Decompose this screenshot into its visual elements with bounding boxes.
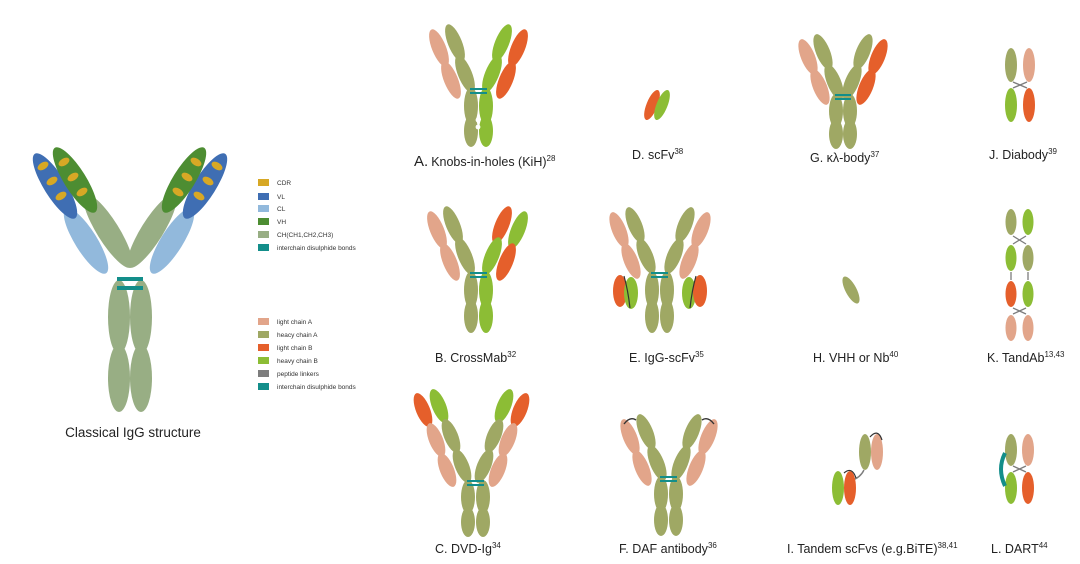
svg-text:peptide linkers: peptide linkers: [277, 371, 320, 378]
igg-disulfide-bond-2: [117, 286, 143, 290]
legend-item: light chain A: [258, 318, 313, 326]
format-a-knobs-in-holes: A.Knobs-in-holes (KiH)28: [414, 24, 556, 170]
format-i-tandem-scfvs: I. Tandem scFvs (e.g.BiTE)38,41: [787, 432, 958, 556]
format-f-daf-antibody: F. DAF antibody36: [619, 414, 718, 556]
svg-text:CH(CH1,CH2,CH3): CH(CH1,CH2,CH3): [277, 232, 333, 239]
igg-ch2-right: [130, 280, 152, 354]
format-c-dvd-ig: C. DVD-Ig34: [413, 389, 530, 556]
svg-text:light chain A: light chain A: [277, 319, 313, 326]
legend-domains: CDR VL CL VH CH(CH1,CH2,CH3) interchain …: [258, 179, 357, 252]
caption-h: H. VHH or Nb40: [813, 350, 899, 365]
legend-item: VH: [258, 218, 286, 226]
legend-item: interchain disulphide bonds: [258, 244, 357, 252]
igg-vl-left: [32, 153, 78, 219]
svg-text:interchain disulphide bonds: interchain disulphide bonds: [277, 245, 357, 252]
igg-ch3-right: [130, 344, 152, 412]
caption-e: E. IgG-scFv35: [629, 350, 704, 365]
caption-a: A.Knobs-in-holes (KiH)28: [414, 153, 556, 170]
caption-g: G. κλ-body37: [810, 150, 880, 165]
legend-item: peptide linkers: [258, 370, 320, 378]
svg-text:VH: VH: [277, 219, 286, 226]
format-h-vhh-nanobody: H. VHH or Nb40: [813, 276, 899, 365]
classical-igg-structure: Classical IgG structure: [32, 147, 228, 440]
format-e-igg-scfv: E. IgG-scFv35: [609, 207, 711, 365]
igg-ch1-right: [127, 194, 177, 268]
caption-c: C. DVD-Ig34: [435, 541, 501, 556]
format-j-diabody: J. Diabody39: [989, 48, 1058, 162]
igg-ch3-left: [108, 344, 130, 412]
caption-i: I. Tandem scFvs (e.g.BiTE)38,41: [787, 541, 958, 556]
legend-chains: light chain A heacy chain A light chain …: [258, 318, 357, 391]
svg-text:VL: VL: [277, 194, 285, 201]
igg-caption: Classical IgG structure: [65, 425, 201, 440]
format-k-tandab: K. TandAb13,43: [987, 209, 1065, 365]
svg-text:CL: CL: [277, 206, 286, 213]
legend-item: heavy chain B: [258, 357, 318, 365]
caption-j: J. Diabody39: [989, 147, 1058, 162]
caption-l: L. DART44: [991, 541, 1048, 556]
igg-ch2-left: [108, 280, 130, 354]
svg-text:heavy chain B: heavy chain B: [277, 358, 318, 365]
svg-text:light chain B: light chain B: [277, 345, 312, 352]
legend-item: CH(CH1,CH2,CH3): [258, 231, 333, 239]
caption-b: B. CrossMab32: [435, 350, 517, 365]
svg-text:heacy chain A: heacy chain A: [277, 332, 318, 339]
igg-cl-left: [63, 208, 109, 274]
format-d-scfv: D. scFv38: [632, 90, 684, 162]
legend-item: light chain B: [258, 344, 312, 352]
svg-text:CDR: CDR: [277, 180, 291, 187]
legend-item: CL: [258, 205, 286, 213]
igg-ch1-left: [83, 194, 133, 268]
legend-item: VL: [258, 193, 285, 201]
igg-cl-right: [149, 208, 195, 274]
caption-k: K. TandAb13,43: [987, 350, 1065, 365]
igg-vl-right: [182, 153, 228, 219]
igg-disulfide-bond-1: [117, 277, 143, 281]
caption-d: D. scFv38: [632, 147, 684, 162]
legend-item: heacy chain A: [258, 331, 318, 339]
format-b-crossmab: B. CrossMab32: [427, 206, 528, 365]
format-l-dart: L. DART44: [991, 434, 1048, 556]
caption-f: F. DAF antibody36: [619, 541, 717, 556]
svg-text:interchain disulphide bonds: interchain disulphide bonds: [277, 384, 357, 391]
legend-item: interchain disulphide bonds: [258, 383, 357, 391]
format-g-kappa-lambda-body: G. κλ-body37: [798, 34, 888, 165]
igg-cdr-marks: [37, 157, 223, 201]
legend-item: CDR: [258, 179, 291, 187]
